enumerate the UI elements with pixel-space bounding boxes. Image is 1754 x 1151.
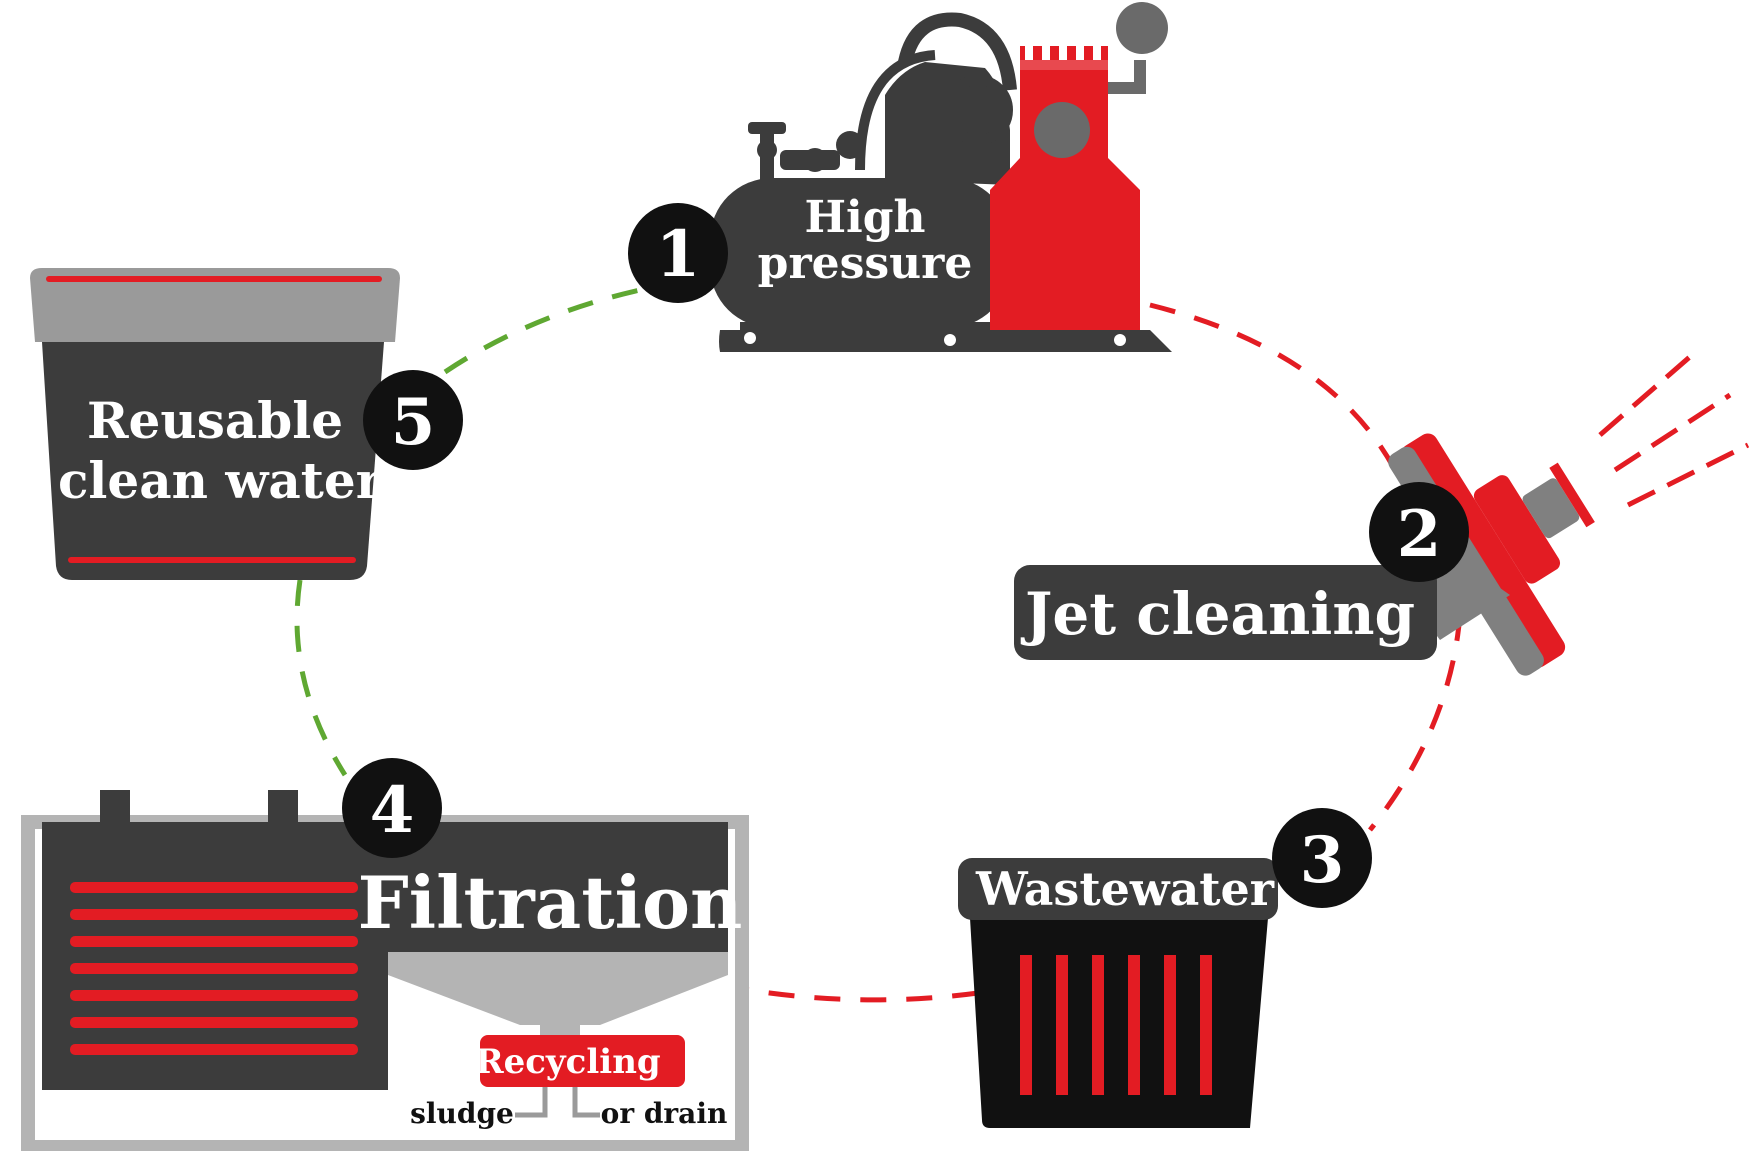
step-badge-2: 2	[1369, 482, 1469, 582]
step-number-2: 2	[1397, 497, 1442, 572]
high-pressure-label-line1: High	[804, 192, 925, 243]
path-5-to-1	[443, 287, 641, 375]
wastewater-label: Wastewater	[975, 862, 1275, 916]
sludge-label: sludge	[410, 1097, 514, 1130]
step-number-4: 4	[370, 773, 415, 848]
recycling-label: Recycling	[475, 1042, 660, 1082]
reusable-label-line1: Reusable	[87, 391, 343, 450]
step-badges: 1 2 3 4 5	[342, 203, 1469, 908]
step-badge-1: 1	[628, 203, 728, 303]
cycle-paths	[294, 287, 1463, 1003]
step-badge-3: 3	[1272, 808, 1372, 908]
reusable-label-line2: clean water	[58, 451, 383, 510]
compressor-tank	[710, 178, 1010, 328]
jet-cleaning-label: Jet cleaning	[1020, 580, 1415, 648]
step-number-1: 1	[656, 217, 701, 292]
high-pressure-label-line2: pressure	[758, 238, 973, 289]
clean-water-tank-icon: Reusable clean water	[30, 268, 400, 580]
path-3-to-4	[719, 982, 979, 1003]
filtration-label: Filtration	[358, 860, 743, 945]
path-1-to-2	[1149, 302, 1398, 472]
path-2-to-3	[1368, 614, 1463, 832]
pump-motor	[990, 2, 1168, 330]
filter-unit-icon: Recycling sludge or drain Filtration	[21, 790, 749, 1151]
step-badge-5: 5	[363, 370, 463, 470]
step-number-3: 3	[1300, 823, 1345, 898]
path-4-to-5	[294, 579, 348, 777]
step-badge-4: 4	[342, 758, 442, 858]
waste-bin-icon: Wastewater	[958, 858, 1278, 1128]
high-pressure-pump: High pressure	[710, 2, 1172, 352]
drain-label: or drain	[601, 1097, 728, 1130]
jet-cleaning-label-box	[1014, 565, 1437, 660]
step-number-5: 5	[391, 385, 436, 460]
